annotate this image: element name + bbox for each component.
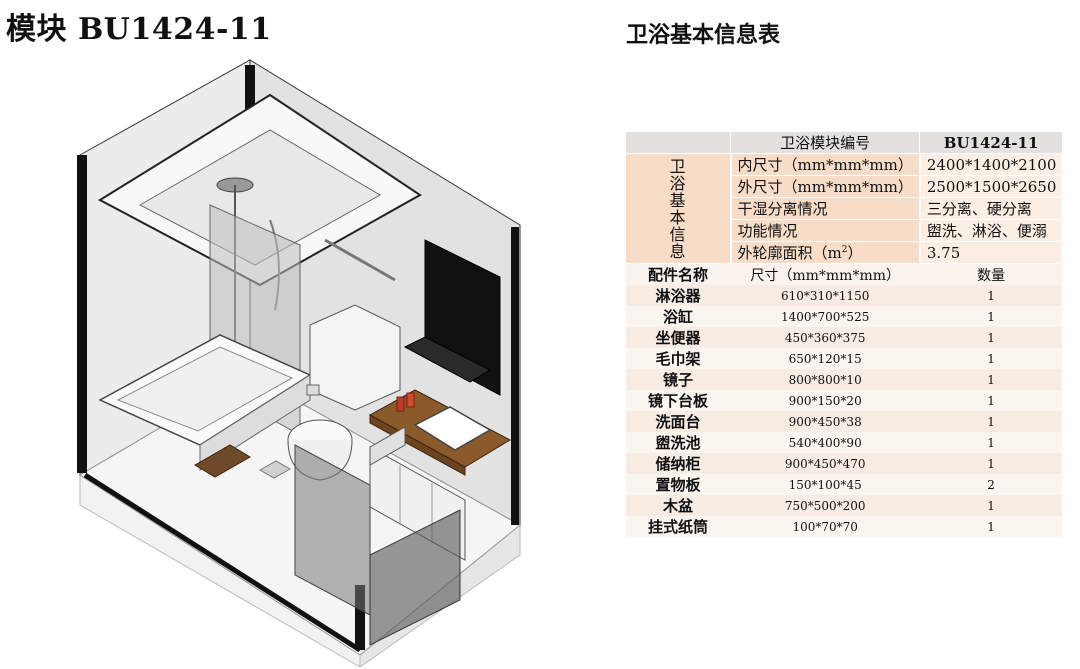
part-size: 650*120*15 — [730, 348, 920, 369]
part-size: 800*800*10 — [730, 369, 920, 390]
part-qty: 1 — [919, 285, 1063, 306]
floor-drain — [258, 460, 292, 479]
header-value: BU1424-11 — [919, 131, 1063, 154]
info-label: 内尺寸（mm*mm*mm） — [730, 153, 920, 176]
part-qty: 1 — [919, 495, 1063, 516]
parts-header-name: 配件名称 — [625, 263, 731, 285]
part-qty: 2 — [919, 474, 1063, 495]
towel-bar — [324, 238, 396, 282]
info-label: 功能情况 — [730, 219, 920, 242]
part-qty: 1 — [919, 348, 1063, 369]
vanity-top-edge — [369, 414, 466, 476]
module-title: 模块 BU1424-11 — [6, 12, 272, 47]
cabinet-side — [369, 426, 406, 466]
part-name: 置物板 — [625, 474, 731, 495]
part-name: 洗面台 — [625, 411, 731, 432]
part-name: 储纳柜 — [625, 453, 731, 474]
info-row: 功能情况 盥洗、淋浴、便溺 — [626, 219, 1063, 242]
part-qty: 1 — [919, 453, 1063, 474]
part-size: 900*450*38 — [730, 411, 920, 432]
info-label-area: 外轮廓面积（m2） — [730, 241, 920, 264]
part-size: 100*70*70 — [730, 516, 920, 537]
info-value: 盥洗、淋浴、便溺 — [918, 219, 1063, 242]
part-size: 900*150*20 — [730, 390, 920, 411]
part-size: 540*400*90 — [730, 432, 920, 453]
info-value: 三分离、硬分离 — [918, 197, 1063, 220]
parts-header-qty: 数量 — [919, 263, 1063, 285]
part-qty: 1 — [919, 516, 1063, 537]
part-name: 坐便器 — [625, 327, 731, 348]
part-qty: 1 — [919, 327, 1063, 348]
part-qty: 1 — [919, 432, 1063, 453]
header-blank — [625, 131, 731, 154]
part-size: 750*500*200 — [730, 495, 920, 516]
info-label: 干湿分离情况 — [730, 197, 920, 220]
part-name: 木盆 — [625, 495, 731, 516]
part-name: 毛巾架 — [625, 348, 731, 369]
parts-header-row: 配件名称 尺寸（mm*mm*mm） 数量 — [625, 263, 1063, 285]
info-row: 干湿分离情况 三分离、硬分离 — [626, 197, 1063, 220]
part-qty: 1 — [919, 411, 1063, 432]
wood-step — [194, 444, 251, 478]
info-value: 2500*1500*2650 — [918, 175, 1063, 198]
part-name: 挂式纸筒 — [625, 516, 731, 537]
bottle-1 — [396, 396, 405, 412]
info-value: 3.75 — [918, 241, 1063, 264]
table-title: 卫浴基本信息表 — [626, 22, 781, 48]
bathtub-inner — [116, 346, 294, 432]
header-label: 卫浴模块编号 — [729, 131, 921, 154]
group-label: 卫 浴 基 本 信 息 — [625, 153, 732, 264]
bathroom-module-illustration — [77, 59, 521, 667]
part-name: 淋浴器 — [625, 285, 731, 306]
part-name: 镜下台板 — [625, 390, 731, 411]
info-header-row: 卫浴模块编号 BU1424-11 — [625, 131, 1063, 154]
parts-header-size: 尺寸（mm*mm*mm） — [730, 263, 920, 285]
info-row: 卫 浴 基 本 信 息 内尺寸（mm*mm*mm） 2400*1400*2100 — [625, 153, 1063, 264]
bottle-2 — [406, 392, 415, 408]
part-qty: 1 — [919, 306, 1063, 327]
info-label: 外尺寸（mm*mm*mm） — [730, 175, 920, 198]
bathroom-info-table: 卫浴模块编号 BU1424-11 卫 浴 基 本 信 息 内尺寸（mm*mm*m… — [625, 131, 1063, 537]
part-size: 900*450*470 — [730, 453, 920, 474]
toilet-cistern — [309, 304, 401, 411]
info-row: 外尺寸（mm*mm*mm） 2500*1500*2650 — [626, 175, 1063, 198]
part-size: 450*360*375 — [730, 327, 920, 348]
front-glass-right — [369, 509, 461, 646]
part-size: 150*100*45 — [730, 474, 920, 495]
part-name: 浴缸 — [625, 306, 731, 327]
part-name: 盥洗池 — [625, 432, 731, 453]
info-row: 外轮廓面积（m2） 3.75 — [626, 241, 1063, 264]
part-name: 镜子 — [625, 369, 731, 390]
part-size: 1400*700*525 — [730, 306, 920, 327]
part-qty: 1 — [919, 369, 1063, 390]
mirror-shelf — [403, 336, 492, 383]
paper-holder — [306, 384, 320, 396]
basin — [413, 406, 492, 451]
floor-edge-front — [83, 472, 362, 653]
part-qty: 1 — [919, 390, 1063, 411]
part-size: 610*310*1150 — [730, 285, 920, 306]
info-value: 2400*1400*2100 — [918, 153, 1063, 176]
